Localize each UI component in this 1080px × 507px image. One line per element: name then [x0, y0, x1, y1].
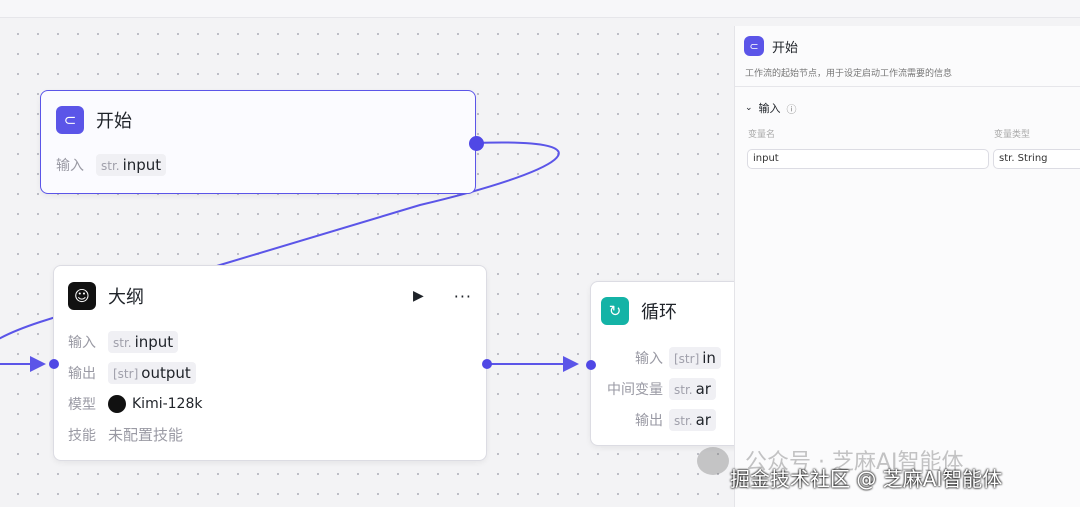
- watermark-wechat: 公众号 · 芝麻AI智能体: [745, 450, 964, 475]
- run-icon[interactable]: ▶: [412, 288, 424, 304]
- var-tag: [str]in: [669, 346, 721, 369]
- var-tag: [str]output: [108, 361, 196, 384]
- node-outline[interactable]: ☺ 大纲 ▶ ··· 输入 str.input 输出 [str]output 模型 Kim…: [49, 265, 492, 461]
- more-icon[interactable]: ···: [453, 286, 472, 306]
- node-title: 开始: [96, 111, 132, 132]
- panel-title: 开始: [772, 40, 799, 56]
- node-loop[interactable]: ↻ 循环 输入 [str]in 中间变量 str.ar 输出 str.ar: [586, 281, 750, 446]
- output-port[interactable]: [469, 136, 484, 151]
- field-label: 中间变量: [607, 381, 663, 398]
- top-toolbar: [0, 0, 1080, 18]
- column-header-name: 变量名: [748, 130, 776, 140]
- input-port[interactable]: [49, 359, 59, 369]
- skills-value: 未配置技能: [108, 426, 184, 444]
- panel-description: 工作流的起始节点，用于设定启动工作流需要的信息: [745, 69, 953, 79]
- field-label: 输入: [56, 157, 84, 174]
- model-name: Kimi-128k: [132, 395, 203, 412]
- kimi-icon: [108, 394, 126, 413]
- ghost-icon: ☺: [68, 282, 96, 310]
- field-label: 输出: [68, 365, 96, 382]
- start-icon: ⊂: [56, 106, 84, 134]
- input-port[interactable]: [586, 360, 596, 370]
- field-label: 输入: [68, 334, 96, 351]
- output-port[interactable]: [482, 359, 492, 369]
- field-label: 技能: [68, 427, 96, 444]
- info-icon: ⓘ: [786, 104, 797, 116]
- column-header-type: 变量类型: [994, 130, 1031, 140]
- node-start[interactable]: ⊂ 开始 输入 str.input: [40, 90, 484, 194]
- divider: [735, 86, 1080, 87]
- variable-type-select[interactable]: str. String: [993, 149, 1080, 169]
- field-label: 输入: [635, 350, 663, 367]
- start-icon: ⊂: [744, 36, 764, 56]
- node-title: 大纲: [108, 287, 144, 308]
- var-tag: str.ar: [669, 408, 716, 431]
- field-label: 模型: [68, 396, 96, 413]
- var-tag: str.input: [108, 330, 179, 353]
- loop-icon: ↻: [601, 297, 629, 325]
- variable-name-input[interactable]: input: [747, 149, 989, 169]
- chevron-down-icon: ⌄: [745, 103, 753, 113]
- node-title: 循环: [641, 302, 677, 323]
- var-tag: str.input: [96, 153, 167, 176]
- wechat-icon: [697, 447, 729, 475]
- field-label: 输出: [635, 412, 663, 429]
- var-tag: str.ar: [669, 377, 716, 400]
- watermark-site: 掘金技术社区 @ 芝麻AI智能体: [730, 467, 1003, 491]
